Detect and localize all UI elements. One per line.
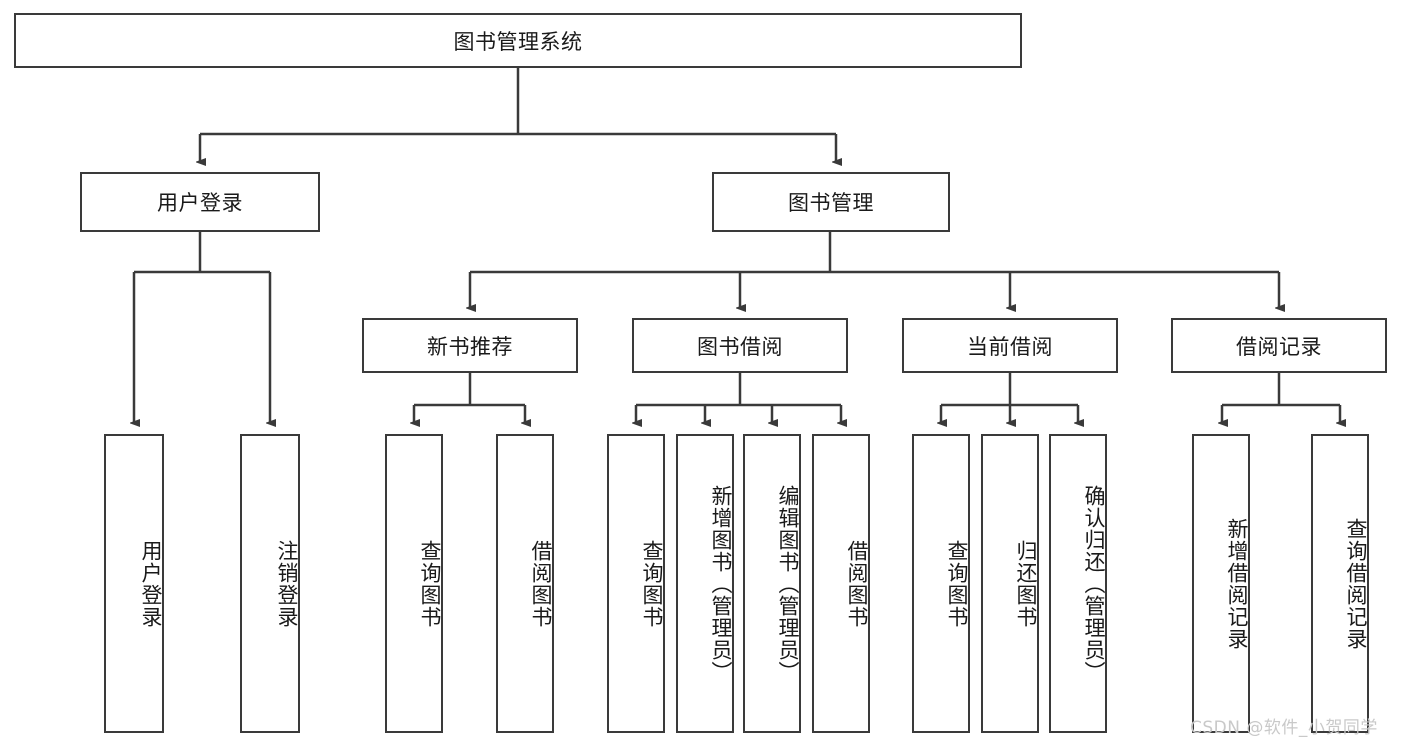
node-root-label: 图书管理系统 xyxy=(453,29,583,54)
node-leaf-query-book-2[interactable]: 查询图书 xyxy=(607,434,665,733)
node-root[interactable]: 图书管理系统 xyxy=(14,13,1022,68)
node-leaf-add-book[interactable]: 新增图书（管理员） xyxy=(676,434,734,733)
node-leaf-return-book[interactable]: 归还图书 xyxy=(981,434,1039,733)
node-leaf-edit-book[interactable]: 编辑图书（管理员） xyxy=(743,434,801,733)
node-leaf-user-logout[interactable]: 注销登录 xyxy=(240,434,300,733)
node-leaf-borrow-book-1[interactable]: 借阅图书 xyxy=(496,434,554,733)
node-book-manage-label: 图书管理 xyxy=(788,191,874,215)
node-leaf-user-login[interactable]: 用户登录 xyxy=(104,434,164,733)
node-leaf-edit-book-label: 编辑图书（管理员） xyxy=(776,484,800,683)
node-book-borrow-label: 图书借阅 xyxy=(697,334,783,359)
node-leaf-confirm-return-label: 确认归还（管理员） xyxy=(1082,484,1106,683)
node-leaf-query-record-label: 查询借阅记录 xyxy=(1344,517,1368,650)
node-leaf-add-book-label: 新增图书（管理员） xyxy=(709,484,733,683)
node-leaf-borrow-book-2[interactable]: 借阅图书 xyxy=(812,434,870,733)
node-leaf-query-book-1-label: 查询图书 xyxy=(418,539,442,628)
node-borrow-record-label: 借阅记录 xyxy=(1236,334,1322,359)
node-leaf-add-record-label: 新增借阅记录 xyxy=(1225,517,1249,650)
node-leaf-query-book-3[interactable]: 查询图书 xyxy=(912,434,970,733)
node-user-login-label: 用户登录 xyxy=(157,191,243,215)
node-current-borrow-label: 当前借阅 xyxy=(967,334,1053,359)
node-user-login[interactable]: 用户登录 xyxy=(80,172,320,232)
node-leaf-return-book-label: 归还图书 xyxy=(1014,539,1038,628)
node-current-borrow[interactable]: 当前借阅 xyxy=(902,318,1118,373)
node-leaf-borrow-book-2-label: 借阅图书 xyxy=(845,539,869,628)
node-leaf-borrow-book-1-label: 借阅图书 xyxy=(529,539,553,628)
node-leaf-query-book-2-label: 查询图书 xyxy=(640,539,664,628)
watermark-text: CSDN @软件_小贺同学 xyxy=(1190,718,1378,738)
node-leaf-add-record[interactable]: 新增借阅记录 xyxy=(1192,434,1250,733)
node-leaf-user-login-label: 用户登录 xyxy=(139,539,163,628)
node-book-borrow[interactable]: 图书借阅 xyxy=(632,318,848,373)
node-borrow-record[interactable]: 借阅记录 xyxy=(1171,318,1387,373)
node-new-book-recommend-label: 新书推荐 xyxy=(427,334,513,359)
node-leaf-query-book-3-label: 查询图书 xyxy=(945,539,969,628)
node-leaf-query-record[interactable]: 查询借阅记录 xyxy=(1311,434,1369,733)
node-leaf-confirm-return[interactable]: 确认归还（管理员） xyxy=(1049,434,1107,733)
node-book-manage[interactable]: 图书管理 xyxy=(712,172,950,232)
node-leaf-user-logout-label: 注销登录 xyxy=(275,539,299,628)
node-new-book-recommend[interactable]: 新书推荐 xyxy=(362,318,578,373)
node-leaf-query-book-1[interactable]: 查询图书 xyxy=(385,434,443,733)
